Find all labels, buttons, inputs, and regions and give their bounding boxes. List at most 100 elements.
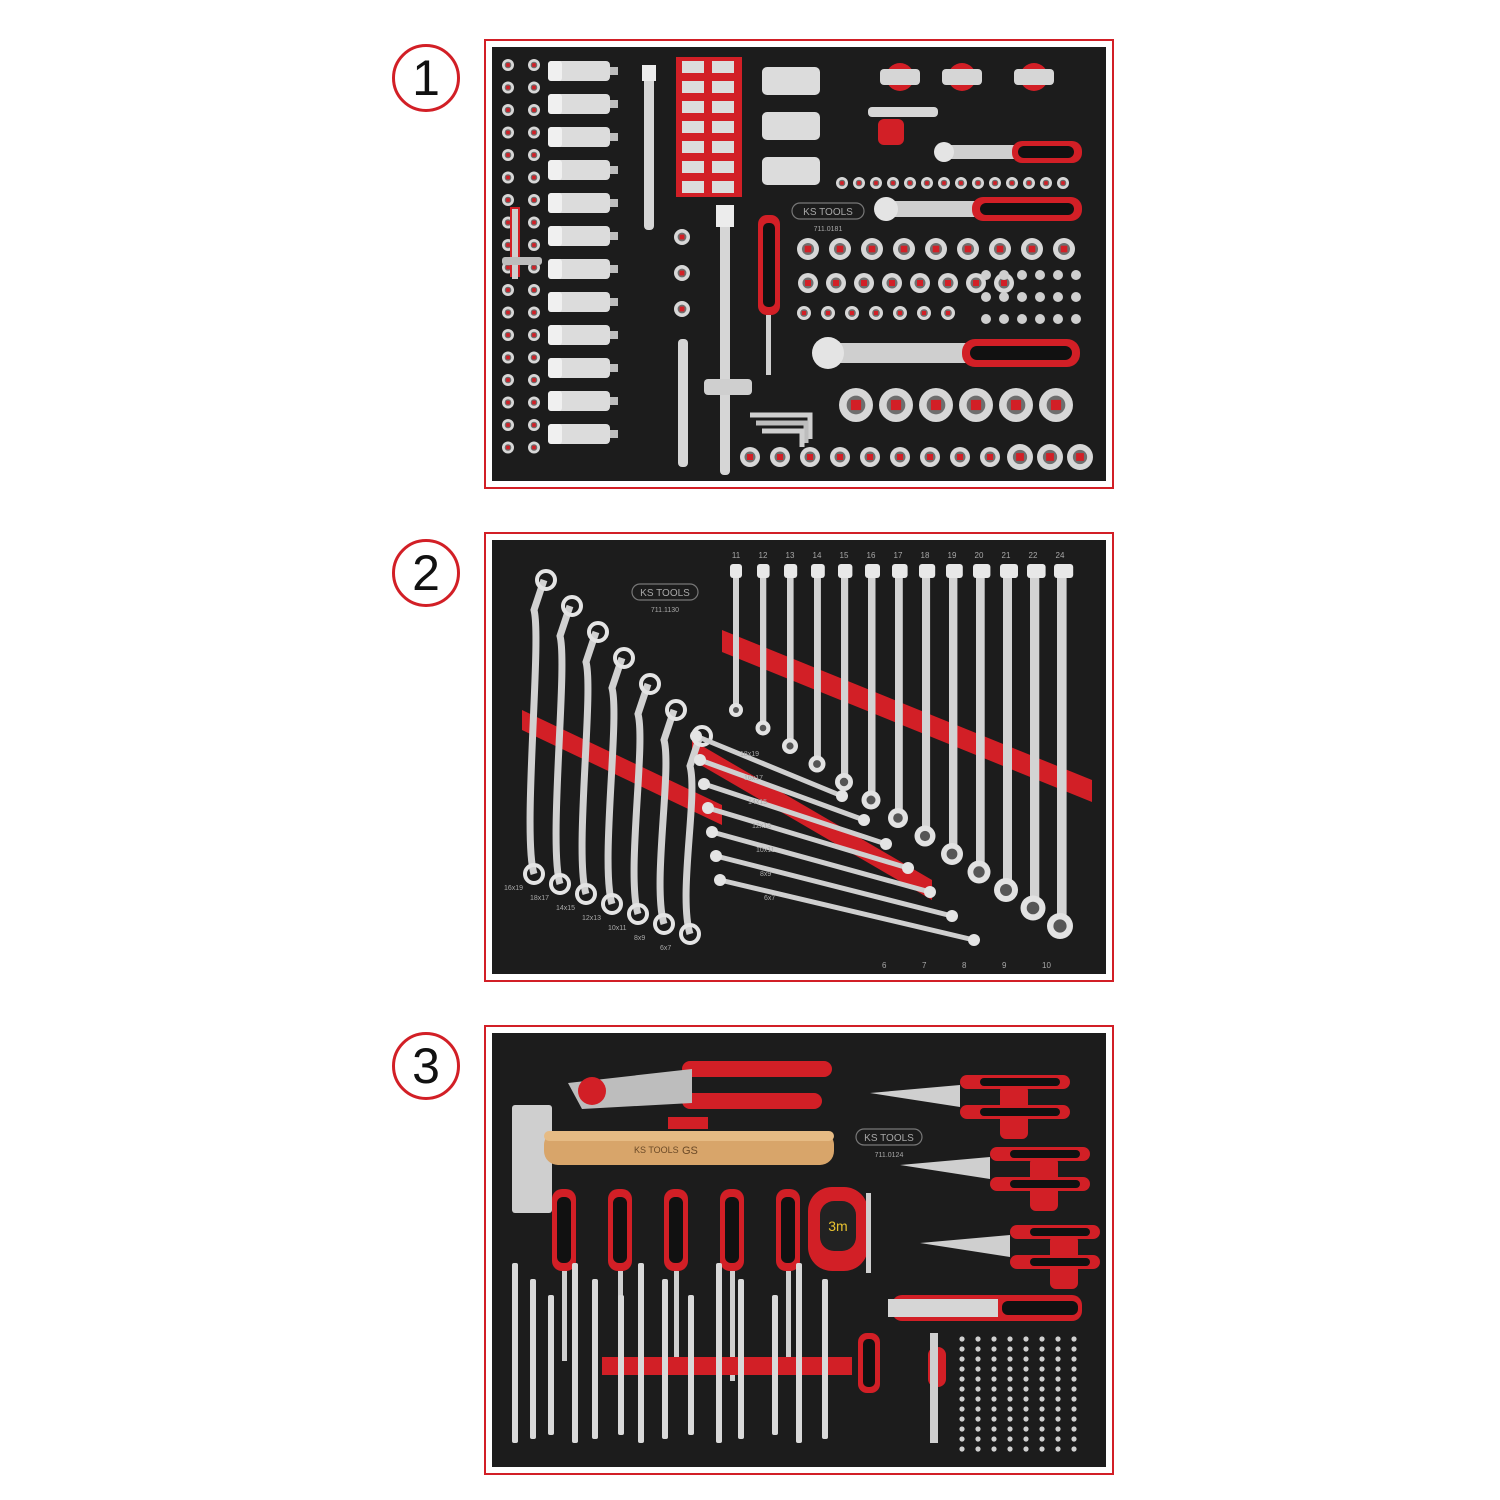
svg-text:KS TOOLS: KS TOOLS [803,207,853,218]
socket-icon [1021,238,1043,260]
bit-icon [981,292,991,302]
open-end-spanner-icon: 10x11 [706,826,936,898]
bit-icon [959,1376,965,1382]
combination-size-label: 11 [732,551,741,560]
bit-holder-icon [930,1333,938,1443]
bit-icon [975,1446,981,1452]
bit-icon [959,1346,965,1352]
tray-number-badge-2: 2 [392,539,460,607]
socket-icon [528,149,540,161]
socket-icon [1067,444,1093,470]
open-size-label: 18x19 [740,751,759,758]
bit-icon [975,1356,981,1362]
bit-icon [975,1366,981,1372]
open-end-spanner-icon: 16x17 [694,754,870,826]
svg-text:711.0181: 711.0181 [814,226,843,233]
spark-plug-socket-icon [762,67,820,95]
socket-icon [1040,177,1052,189]
bit-icon [1055,1416,1061,1422]
hex-key-icon [750,412,813,447]
combination-spanner-icon: 19 [941,551,963,865]
bit-icon [1071,270,1081,280]
bit-icon [959,1396,965,1402]
combination-spanner-icon: 14 [808,551,826,773]
socket-icon [1023,177,1035,189]
bit-icon [1039,1426,1045,1432]
socket-icon [829,238,851,260]
svg-text:KS TOOLS: KS TOOLS [634,1145,679,1155]
bit-icon [1055,1346,1061,1352]
socket-icon [502,329,514,341]
pliers-icon [900,1147,1090,1211]
socket-icon [917,306,931,320]
bit-icon [1035,292,1045,302]
socket-icon [830,447,850,467]
bit-socket-icon [682,61,734,73]
punch-icon [512,1263,518,1443]
bit-icon [1039,1336,1045,1342]
socket-icon [502,284,514,296]
deep-socket-icon [548,61,618,81]
hammer-icon: KS TOOLS GS [512,1105,834,1213]
combination-spanner-icon: 15 [835,551,853,791]
bit-icon [1071,1386,1077,1392]
socket-icon [887,177,899,189]
mid-sockets-column [674,67,820,317]
ring-size-label: 14x15 [556,905,575,912]
bit-icon [959,1366,965,1372]
screwdriver-icon [664,1189,688,1361]
combination-spanner-icon: 16 [861,551,881,810]
combination-size-label: 14 [813,551,822,560]
punch-icon [738,1279,744,1439]
bit-icon [959,1436,965,1442]
punch-icon [592,1279,598,1439]
punch-set [512,1263,828,1443]
socket-icon [957,238,979,260]
combination-size-label: 17 [894,551,903,560]
open-end-spanner-icon: 12x13 [702,802,914,874]
bit-icon [991,1396,997,1402]
combination-spanner-icon: 12 [755,551,771,736]
bit-icon [991,1356,997,1362]
bit-icon [1023,1356,1029,1362]
socket-icon [502,149,514,161]
socket-icon [950,447,970,467]
socket-icon [502,104,514,116]
bit-icon [999,270,1009,280]
socket-icon [528,194,540,206]
pliers-icon [568,1061,832,1129]
ring-spanner-icon: 18x17 [530,595,583,902]
socket-icon [938,177,950,189]
combination-size-label: 19 [948,551,957,560]
socket-icon [798,273,818,293]
ring-size-label: 16x19 [504,885,523,892]
svg-text:GS: GS [682,1145,698,1157]
screwdriver-icon [720,1189,744,1381]
open-size-label: 14x15 [748,799,767,806]
socket-icon [528,419,540,431]
socket-icon [938,273,958,293]
bottom-size-label: 10 [1042,961,1051,970]
socket-icon [845,306,859,320]
bit-icon [1007,1436,1013,1442]
bit-icon [1023,1336,1029,1342]
bit-icon [1055,1356,1061,1362]
combination-size-label: 18 [921,551,930,560]
open-size-label: 12x13 [752,823,771,830]
deep-socket-icon [548,391,618,411]
bit-icon [991,1366,997,1372]
tray-1-logo: KS TOOLS 711.0181 [791,202,865,233]
socket-icon [989,238,1011,260]
open-end-spanner-icon: 6x7 [714,874,980,946]
bit-icon [991,1336,997,1342]
bit-icon [1055,1406,1061,1412]
spark-plug-socket-icon [762,112,820,140]
bit-icon [991,1346,997,1352]
bit-icon [1071,1366,1077,1372]
pliers-icon [920,1225,1100,1289]
open-end-spanner-icon: 8x9 [710,850,958,922]
bit-icon [1055,1386,1061,1392]
